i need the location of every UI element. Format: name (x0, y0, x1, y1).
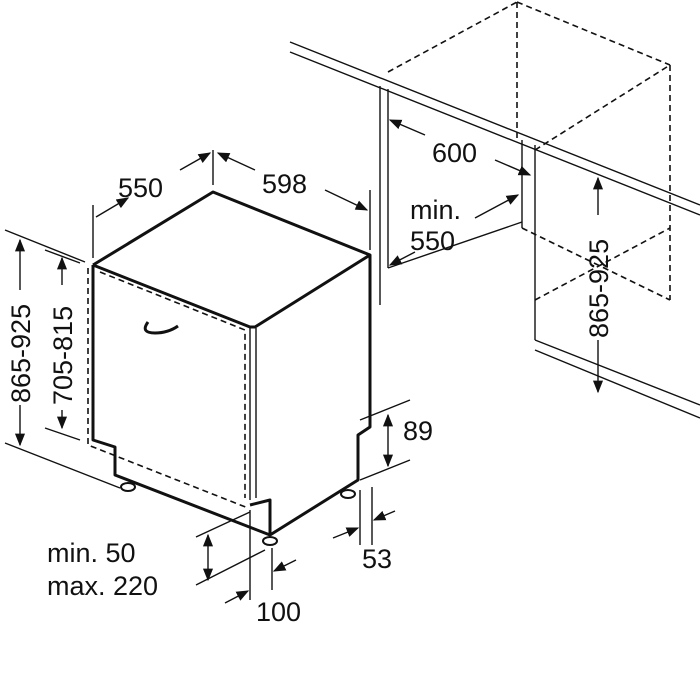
gap-min-label: min. 50 (47, 538, 136, 568)
plinth-depth-label: 53 (362, 544, 392, 574)
niche-width-label: 600 (432, 138, 477, 168)
foot-front-left (120, 482, 136, 492)
dimension-lines (4, 119, 604, 604)
foot-back-right (340, 489, 356, 499)
niche-height-label: 865-925 (584, 239, 614, 338)
niche-depth-label-1: min. (410, 195, 461, 225)
foot-front-right (262, 536, 278, 546)
kitchen-cabinet (289, 1, 700, 419)
door-handle (143, 321, 179, 335)
plinth-height-label: 89 (403, 416, 433, 446)
depth-label: 550 (118, 173, 163, 203)
niche-depth-label-2: 550 (410, 226, 455, 256)
gap-max-label: max. 220 (47, 571, 158, 601)
appliance-height-label: 865-925 (6, 304, 36, 403)
foot-offset-label: 100 (256, 597, 301, 627)
dishwasher-body (87, 190, 372, 546)
door-height-label: 705-815 (48, 306, 78, 405)
width-label: 598 (262, 169, 307, 199)
